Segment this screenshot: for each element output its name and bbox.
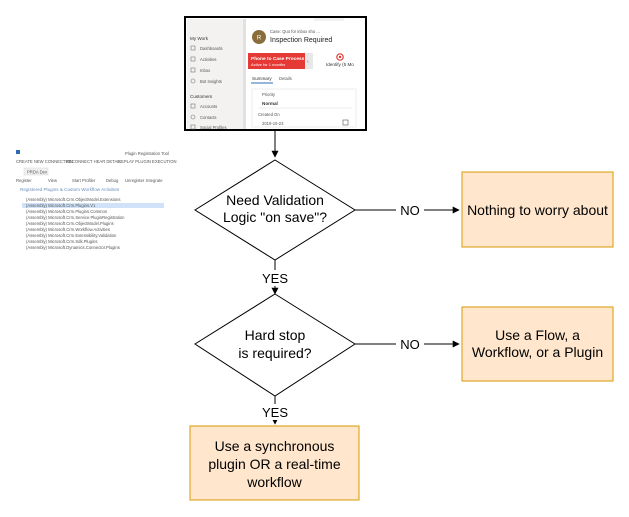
plugin-section-title: Registered Plugins & Custom Workflow Act… xyxy=(20,187,120,192)
avatar-initial: R xyxy=(257,36,262,42)
outcome3-line1: Use a synchronous xyxy=(215,438,335,454)
nav-item-contacts[interactable]: Contacts xyxy=(200,115,217,120)
field-label-priority: Priority xyxy=(262,92,276,97)
edge-label-yes-1: YES xyxy=(262,271,288,286)
list-item[interactable]: (Assembly) Microsoft.Crm.Sdk.Plugins xyxy=(26,239,97,244)
nav-item-bot-insights[interactable]: Bot Insights xyxy=(200,79,222,84)
stage-active[interactable] xyxy=(248,53,305,69)
edge-label-yes-2: YES xyxy=(262,405,288,420)
nav-item-accounts[interactable]: Accounts xyxy=(200,104,217,109)
decision1-line1: Need Validation xyxy=(226,192,324,208)
nav-item-social-profiles[interactable]: Social Profiles xyxy=(200,125,227,130)
decision2-line1: Hard stop xyxy=(245,327,306,343)
toolbar-register[interactable]: Register xyxy=(16,178,32,183)
outcome2-line2: Workflow, or a Plugin xyxy=(472,344,603,360)
nav-group-title: My Work xyxy=(190,36,209,41)
list-item[interactable]: (Assembly) Microsoft.Crm.Plugins.Common xyxy=(26,209,108,214)
selected-row-highlight xyxy=(22,203,164,208)
outcome-flow-workflow-plugin xyxy=(461,306,614,382)
social-icon xyxy=(190,124,196,130)
field-value-priority[interactable]: Normal xyxy=(262,101,278,106)
app-logo-icon xyxy=(16,150,20,154)
crm-screenshot: My Work Dashboards Activities Inbox Bot … xyxy=(184,16,367,131)
field-label-created-on: Created On xyxy=(258,112,280,117)
outcome3-line3: workflow xyxy=(246,474,302,490)
nav-group-title: Customers xyxy=(190,94,213,99)
list-item[interactable]: (Assembly) Microsoft.Crm.ObjectModel.Ext… xyxy=(26,197,120,202)
toolbar-new-connection[interactable]: CREATE NEW CONNECTION xyxy=(16,159,73,164)
decision1-line2: Logic "on save"? xyxy=(223,209,327,225)
nav-item-inbox[interactable]: Inbox xyxy=(200,68,211,73)
decision-hard-stop xyxy=(194,293,356,397)
outcome3-line2: plugin OR a real-time xyxy=(208,456,340,472)
activities-icon xyxy=(190,56,196,62)
plugin-window-title: Plugin Registration Tool xyxy=(125,151,169,156)
stage-marker-dot-icon xyxy=(338,55,342,59)
decision-validation-logic xyxy=(194,159,356,261)
plugin-assembly-list: (Assembly) Microsoft.Crm.ObjectModel.Ext… xyxy=(26,197,125,250)
inbox-icon xyxy=(190,67,196,73)
list-item[interactable]: (Assembly) Microsoft.Crm.Plugins.V1 xyxy=(26,203,96,208)
list-item[interactable]: (Assembly) Microsoft.Crm.Extensibility.V… xyxy=(26,233,117,238)
dashboard-icon xyxy=(190,45,196,51)
toolbar-start-profiler[interactable]: Start Profiler xyxy=(72,178,96,183)
toolbar-reconnect[interactable]: RECONNECT HEAR DETAIL xyxy=(66,159,121,164)
tab-summary[interactable]: Summary xyxy=(252,76,272,81)
tab-details[interactable]: Details xyxy=(279,76,292,81)
decision2-line2: is required? xyxy=(238,345,311,361)
field-value-created-on[interactable]: 2019-10-23 xyxy=(262,121,284,126)
outcome1-line1: Nothing to worry about xyxy=(467,202,608,218)
list-item[interactable]: (Assembly) Microsoft.Dynamics.Connector.… xyxy=(26,245,120,250)
list-item[interactable]: (Assembly) Microsoft.Crm.ObjectModel.Plu… xyxy=(26,221,114,226)
contact-icon xyxy=(190,114,196,120)
chevron-left-icon: ‹ xyxy=(307,59,309,65)
accounts-icon xyxy=(190,103,196,109)
nav-item-dashboards[interactable]: Dashboards xyxy=(200,46,223,51)
header-small-title: Case: Quo for inbox sho ... xyxy=(270,29,320,34)
toolbar-unregister[interactable]: Unregister xyxy=(125,178,145,183)
stage-active-sub: Active for 1 months xyxy=(251,62,285,67)
outcome-nothing-to-worry xyxy=(461,171,614,248)
crm-nav: My Work Dashboards Activities Inbox Bot … xyxy=(190,36,227,130)
bot-icon xyxy=(190,78,196,84)
tab-prda-dev-label: PRDA Dev xyxy=(27,170,48,175)
nav-scrollbar[interactable] xyxy=(243,19,246,129)
avatar xyxy=(252,30,266,44)
toolbar-replay[interactable]: REPLAY PLUGIN EXECUTION xyxy=(118,159,177,164)
stage-prev-button[interactable] xyxy=(305,53,313,69)
toolbar-integrate[interactable]: Integrate xyxy=(146,178,163,183)
edge-label-no-2: NO xyxy=(400,337,420,352)
tab-prda-dev[interactable] xyxy=(23,167,49,176)
nav-item-activities[interactable]: Activities xyxy=(200,57,217,62)
outcome-synchronous-plugin xyxy=(189,425,360,501)
list-item[interactable]: (Assembly) Microsoft.Crm.Workflow.Activi… xyxy=(26,227,110,232)
calendar-icon[interactable] xyxy=(342,119,349,126)
edge-label-no-1: NO xyxy=(400,203,420,218)
list-item[interactable]: (Assembly) Microsoft.Crm.Service.PluginR… xyxy=(26,215,125,220)
toolbar-debug[interactable]: Debug xyxy=(106,178,119,183)
stage-next[interactable]: Identify (5 Mo xyxy=(326,62,354,67)
plugin-tool-screenshot: Plugin Registration Tool CREATE NEW CONN… xyxy=(13,150,177,250)
header-title: Inspection Required xyxy=(270,37,332,44)
stage-active-title: Phone to Case Process xyxy=(251,56,305,62)
toolbar-view[interactable]: View xyxy=(48,178,58,183)
outcome2-line1: Use a Flow, a xyxy=(495,327,580,343)
